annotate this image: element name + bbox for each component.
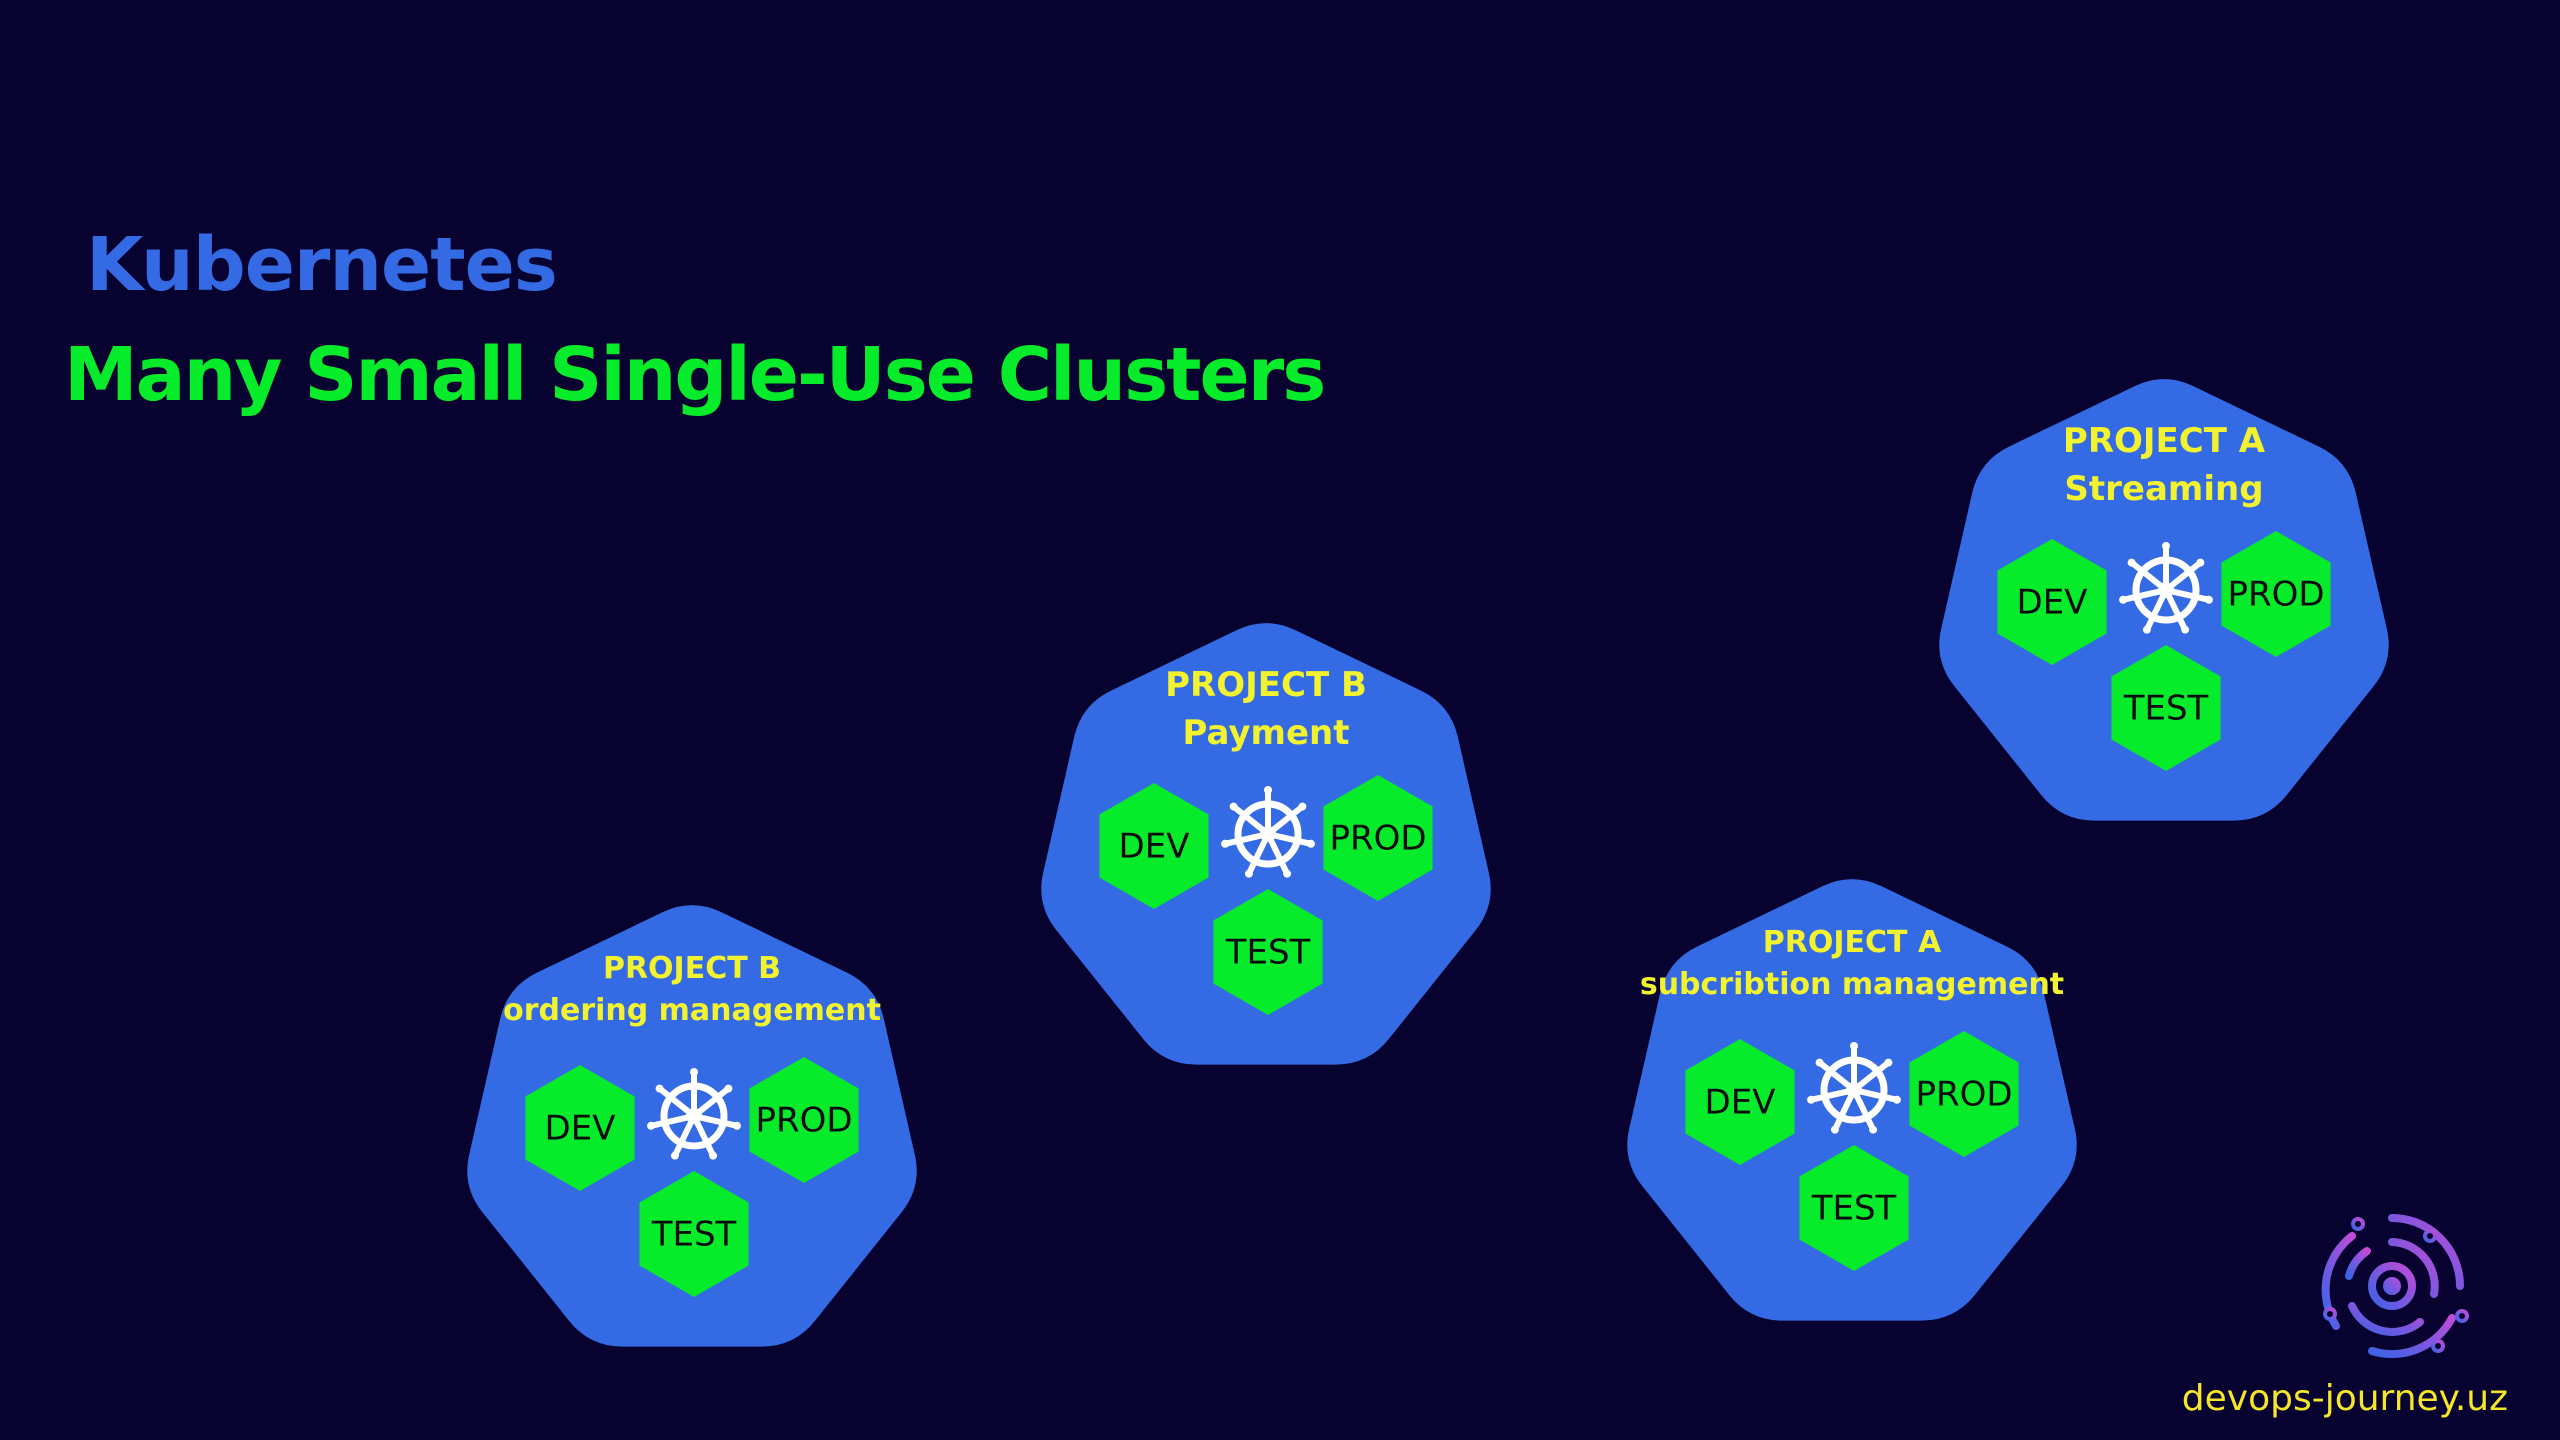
env-hexagon	[1997, 539, 2107, 665]
env-label: PROD	[1915, 1075, 2012, 1115]
cluster-project-label: PROJECT B	[1165, 665, 1367, 705]
kubernetes-helm-icon	[647, 1068, 741, 1160]
env-label: DEV	[1119, 827, 1190, 867]
env-label: TEST	[1811, 1189, 1897, 1229]
cluster-name-label: Payment	[1182, 713, 1349, 753]
env-label: TEST	[1225, 933, 1311, 973]
env-label: TEST	[2123, 689, 2209, 729]
env-label: TEST	[651, 1215, 737, 1255]
devops-journey-logo-icon	[2321, 1214, 2469, 1359]
env-label: PROD	[2227, 575, 2324, 615]
env-hexagon	[1685, 1039, 1795, 1165]
cluster-name-label: ordering management	[503, 993, 881, 1028]
env-hexagon	[2111, 645, 2221, 771]
cluster-name-label: Streaming	[2064, 469, 2263, 509]
env-prod: PROD	[749, 1057, 859, 1183]
env-test: TEST	[1799, 1145, 1909, 1271]
env-prod: PROD	[1323, 775, 1433, 901]
env-dev: DEV	[525, 1065, 635, 1191]
env-prod: PROD	[1909, 1031, 2019, 1157]
cluster-project-label: PROJECT B	[603, 951, 781, 986]
cluster-project-label: PROJECT A	[1763, 925, 1942, 960]
title: Kubernetes	[86, 222, 558, 308]
env-hexagon	[749, 1057, 859, 1183]
subtitle: Many Small Single-Use Clusters	[64, 332, 1326, 418]
env-dev: DEV	[1685, 1039, 1795, 1165]
env-label: DEV	[1705, 1083, 1776, 1123]
env-hexagon	[1323, 775, 1433, 901]
env-hexagon	[639, 1171, 749, 1297]
env-hexagon	[1213, 889, 1323, 1015]
env-label: DEV	[545, 1109, 616, 1149]
env-hexagon	[1909, 1031, 2019, 1157]
kubernetes-helm-icon	[1221, 786, 1315, 878]
env-label: DEV	[2017, 583, 2088, 623]
env-dev: DEV	[1997, 539, 2107, 665]
kubernetes-helm-icon	[2119, 542, 2213, 634]
env-prod: PROD	[2221, 531, 2331, 657]
brand-text: devops-journey.uz	[2181, 1378, 2508, 1419]
env-hexagon	[1099, 783, 1209, 909]
env-label: PROD	[755, 1101, 852, 1141]
env-hexagon	[1799, 1145, 1909, 1271]
env-hexagon	[525, 1065, 635, 1191]
env-dev: DEV	[1099, 783, 1209, 909]
kubernetes-helm-icon	[1807, 1042, 1901, 1134]
env-test: TEST	[1213, 889, 1323, 1015]
env-test: TEST	[2111, 645, 2221, 771]
env-label: PROD	[1329, 819, 1426, 859]
env-hexagon	[2221, 531, 2331, 657]
env-test: TEST	[639, 1171, 749, 1297]
cluster-name-label: subcribtion management	[1640, 967, 2064, 1002]
cluster-project-label: PROJECT A	[2063, 421, 2266, 461]
